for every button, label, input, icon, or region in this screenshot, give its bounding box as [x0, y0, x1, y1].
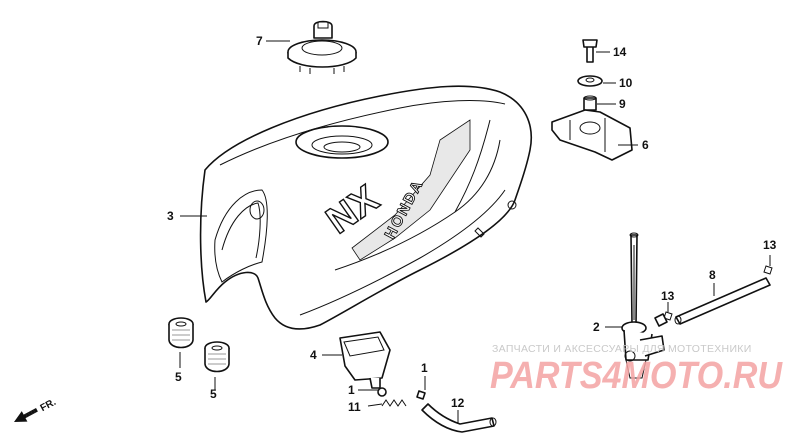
callout-5-right: 5: [210, 387, 217, 401]
clip-lower-left: [377, 387, 387, 397]
watermark-tagline: ЗАПЧАСТИ И АКСЕССУАРЫ ДЛЯ МОТОТЕХНИКИ: [492, 343, 752, 355]
front-direction-marker: FR.: [14, 397, 59, 422]
fuel-tank: NX HONDA: [199, 85, 532, 330]
fuel-filler-cap: [287, 20, 357, 74]
rubber-damper-right: [204, 341, 230, 373]
mount-rubber-bracket: [551, 109, 633, 161]
leader-lines: [179, 40, 771, 424]
callout-1-right: 1: [421, 361, 428, 375]
breather-tube: [674, 277, 771, 325]
callout-9: 9: [619, 97, 626, 111]
callout-8: 8: [709, 268, 716, 282]
watermark-logo-text: PARTS4MOTO.RU: [490, 355, 783, 397]
callout-11: 11: [348, 400, 361, 414]
front-marker-label: FR.: [39, 397, 59, 414]
callout-7: 7: [256, 34, 263, 48]
spring: [381, 399, 407, 407]
callout-1-left: 1: [348, 383, 355, 397]
callout-6: 6: [642, 138, 649, 152]
callout-13-upper: 13: [763, 238, 777, 252]
callout-10: 10: [619, 76, 633, 90]
watermark-logo: PARTS4MOTO.RU: [490, 355, 783, 397]
callout-12: 12: [451, 396, 465, 410]
callout-2: 2: [593, 320, 600, 334]
fuel-hose: [421, 403, 497, 433]
callout-4: 4: [310, 348, 317, 362]
fuel-cock: [621, 232, 668, 379]
callout-14: 14: [613, 45, 627, 59]
hose-clip-upper: [763, 265, 773, 275]
callout-13-lower: 13: [661, 289, 675, 303]
tank-mount-bolt: [582, 39, 598, 63]
washer: [577, 75, 603, 87]
collar: [583, 95, 597, 111]
callout-3: 3: [167, 209, 174, 223]
fuel-strainer-cup: [339, 331, 391, 389]
rubber-damper-left: [168, 317, 194, 349]
clip-lower-right: [416, 390, 426, 400]
callout-5-left: 5: [175, 370, 182, 384]
tank-stripe-graphic: [351, 119, 471, 261]
callouts: 7 14 10 9 6 3 13 8 13 2 4 5 5 1 1 11 12: [167, 34, 777, 414]
